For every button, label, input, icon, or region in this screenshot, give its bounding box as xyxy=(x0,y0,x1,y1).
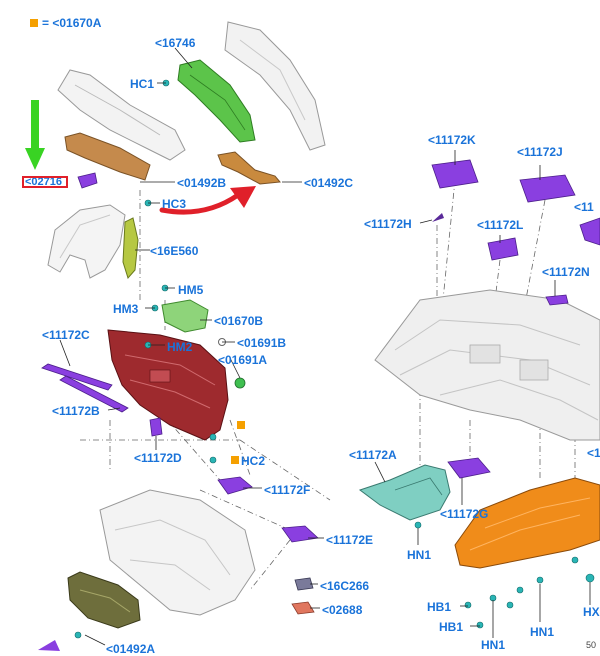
label-11172d[interactable]: <11172D xyxy=(134,451,182,465)
label-hx[interactable]: HX xyxy=(583,605,600,619)
green-arrow xyxy=(25,100,45,170)
part-16c266-grey xyxy=(294,577,314,591)
page-number: 50 xyxy=(586,640,597,650)
label-01691a[interactable]: <01691A xyxy=(218,353,268,367)
label-hb1-a[interactable]: HB1 xyxy=(427,600,452,614)
label-11172a[interactable]: <11172A xyxy=(349,448,397,462)
part-02688-salmon xyxy=(291,601,315,615)
fender-grey xyxy=(47,204,126,279)
label-11172e[interactable]: <11172E xyxy=(326,533,374,547)
hood-panel-grey xyxy=(224,21,326,151)
label-11172h[interactable]: <11172H xyxy=(364,217,412,231)
strip-11172b-purple xyxy=(59,375,129,413)
label-01691b[interactable]: <01691B xyxy=(237,336,287,350)
label-hm5[interactable]: HM5 xyxy=(178,283,204,297)
label-11172n[interactable]: <11172N xyxy=(542,265,590,279)
legend-text: = <01670A xyxy=(42,16,102,30)
label-hm2[interactable]: HM2 xyxy=(167,340,193,354)
label-11172j[interactable]: <11172J xyxy=(517,145,563,159)
part-02716-purple xyxy=(77,172,98,189)
label-11172c[interactable]: <11172C xyxy=(42,328,90,342)
label-16c266[interactable]: <16C266 xyxy=(320,579,370,593)
label-01492a[interactable]: <01492A xyxy=(106,642,156,656)
hood-insulator-green xyxy=(177,59,256,143)
label-1-cut[interactable]: <1 xyxy=(587,446,600,460)
bracket-01670b-green xyxy=(161,299,209,333)
floor-pan-grey xyxy=(374,289,600,441)
part-11172e-purple xyxy=(281,525,319,543)
label-hc2[interactable]: HC2 xyxy=(241,454,266,468)
pad-11172h-purple xyxy=(432,213,444,222)
label-hm3[interactable]: HM3 xyxy=(113,302,139,316)
panel-01492a-olive xyxy=(67,571,141,629)
guide-lines xyxy=(80,179,576,591)
pad-11172g-purple xyxy=(447,457,491,479)
clip-01691a-green xyxy=(234,377,246,389)
label-11-cut[interactable]: <11 xyxy=(574,200,594,214)
cowl-panel-grey xyxy=(57,69,186,161)
red-arrow xyxy=(159,186,256,215)
heat-shield-teal xyxy=(358,464,451,521)
label-11172l[interactable]: <11172L xyxy=(477,218,524,232)
label-01492c[interactable]: <01492C xyxy=(304,176,354,190)
cowl-seal-brown xyxy=(64,132,151,181)
highlighted-part-box[interactable]: <02716 xyxy=(22,176,68,188)
label-hn1-c[interactable]: HN1 xyxy=(530,625,555,639)
label-hn1-b[interactable]: HN1 xyxy=(481,638,506,652)
strip-11172c-purple xyxy=(41,363,113,391)
label-02688[interactable]: <02688 xyxy=(322,603,363,617)
pad-11172n-purple xyxy=(545,294,569,306)
underbody-shield-orange xyxy=(454,477,600,569)
label-11172g[interactable]: <11172G xyxy=(440,507,489,521)
front-floor-grey xyxy=(99,489,256,616)
label-hc1[interactable]: HC1 xyxy=(130,77,155,91)
part-16e560-green xyxy=(122,217,139,280)
pad-11172l-purple xyxy=(487,237,519,261)
leader-lines xyxy=(59,47,591,646)
strip-01492c xyxy=(217,151,281,185)
pad-11172j-purple xyxy=(519,174,576,203)
label-hc3[interactable]: HC3 xyxy=(162,197,187,211)
label-16e560[interactable]: <16E560 xyxy=(150,244,199,258)
label-11172f[interactable]: <11172F xyxy=(264,483,311,497)
pad-11172k-purple xyxy=(431,159,479,189)
label-hn1-a[interactable]: HN1 xyxy=(407,548,432,562)
legend-swatch xyxy=(30,19,38,27)
label-01492b[interactable]: <01492B xyxy=(177,176,227,190)
part-11172f-purple xyxy=(217,476,253,495)
part-11172d-purple xyxy=(149,417,163,437)
label-11172b[interactable]: <11172B xyxy=(52,404,100,418)
label-hb1-b[interactable]: HB1 xyxy=(439,620,464,634)
label-01670b[interactable]: <01670B xyxy=(214,314,264,328)
label-11172k[interactable]: <11172K xyxy=(428,133,476,147)
label-16746[interactable]: <16746 xyxy=(155,36,196,50)
